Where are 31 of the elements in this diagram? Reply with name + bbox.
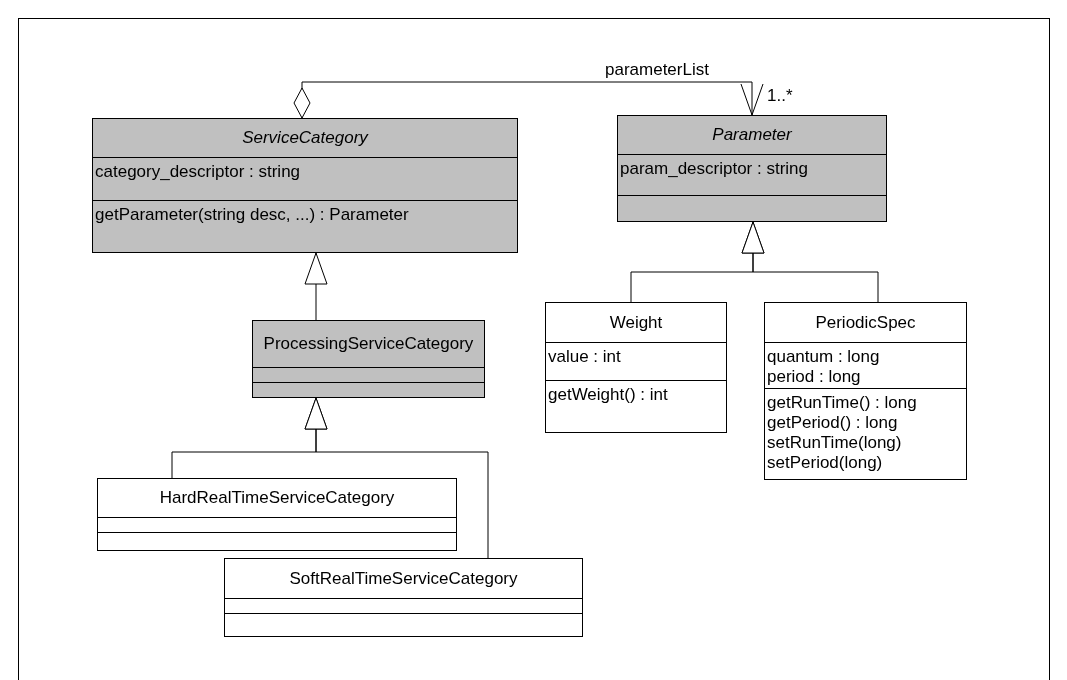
class-box: [617, 115, 887, 222]
method-text: getRunTime() : long: [767, 393, 918, 413]
multiplicity-label: 1..*: [767, 86, 793, 106]
class-name: HardRealTimeServiceCategory: [159, 488, 395, 508]
class-name: Parameter: [712, 125, 792, 145]
class-name: Weight: [609, 312, 663, 333]
class-box: [97, 478, 457, 551]
class-name: ProcessingServiceCategory: [263, 334, 474, 354]
association-arrow: [293, 81, 764, 119]
class-box: [92, 118, 518, 253]
class-name: PeriodicSpec: [815, 312, 916, 333]
class-box: [545, 302, 727, 433]
method-text: setPeriod(long): [767, 453, 884, 473]
edge-label: parameterList: [605, 60, 709, 80]
method-text: getPeriod() : long: [767, 413, 899, 433]
method-text: getParameter(string desc, ...) : Parameter: [95, 205, 410, 225]
attribute-text: param_descriptor : string: [620, 159, 810, 179]
attribute-text: value : int: [548, 347, 622, 367]
method-text: setRunTime(long): [767, 433, 903, 453]
generalization-arrow: [304, 252, 328, 321]
generalization-arrow: [304, 397, 489, 559]
attribute-text: period : long: [767, 367, 862, 387]
attribute-text: quantum : long: [767, 347, 881, 367]
class-name: SoftRealTimeServiceCategory: [289, 568, 518, 589]
method-text: getWeight() : int: [548, 385, 669, 405]
class-box: [252, 320, 485, 398]
class-box: [764, 302, 967, 480]
generalization-arrow: [741, 221, 879, 303]
class-box: [224, 558, 583, 637]
attribute-text: category_descriptor : string: [95, 162, 302, 182]
class-name: ServiceCategory: [242, 128, 368, 148]
